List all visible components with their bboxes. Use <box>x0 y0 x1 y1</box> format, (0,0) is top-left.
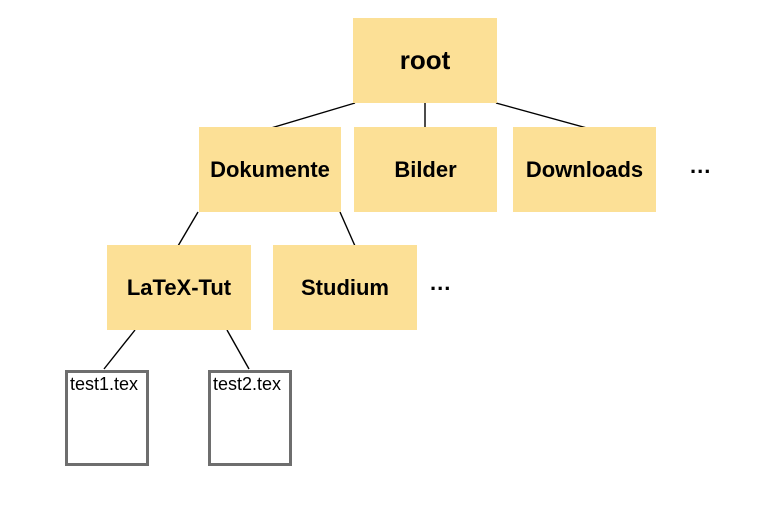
tree-node-test1-tex: test1.tex <box>65 370 149 466</box>
tree-node-downloads-label: Downloads <box>525 156 644 182</box>
tree-node-root: root <box>353 18 497 103</box>
tree-node-test2-tex: test2.tex <box>208 370 292 466</box>
edge-dokumente-studium <box>339 211 356 247</box>
ellipsis-level2: ... <box>430 270 452 295</box>
edge-dokumente-latex-tut <box>177 211 199 247</box>
tree-node-root-label: root <box>399 45 451 75</box>
tree-node-bilder: Bilder <box>354 127 497 212</box>
tree-node-latex-tut-label: LaTeX-Tut <box>126 274 232 300</box>
tree-node-studium: Studium <box>273 245 417 330</box>
tree-node-dokumente-label: Dokumente <box>210 156 330 182</box>
edge-root-downloads <box>495 102 588 129</box>
edge-latex-tut-test2 <box>226 329 250 370</box>
ellipsis-level1: ... <box>690 153 712 178</box>
tree-node-latex-tut: LaTeX-Tut <box>107 245 251 330</box>
edge-latex-tut-test1 <box>103 329 136 370</box>
tree-node-bilder-label: Bilder <box>394 156 457 182</box>
tree-node-test2-tex-label: test2.tex <box>213 374 282 394</box>
tree-node-test1-tex-label: test1.tex <box>70 374 139 394</box>
edge-root-dokumente <box>270 102 356 129</box>
tree-node-downloads: Downloads <box>513 127 656 212</box>
tree-node-dokumente: Dokumente <box>199 127 341 212</box>
tree-node-studium-label: Studium <box>301 274 389 300</box>
